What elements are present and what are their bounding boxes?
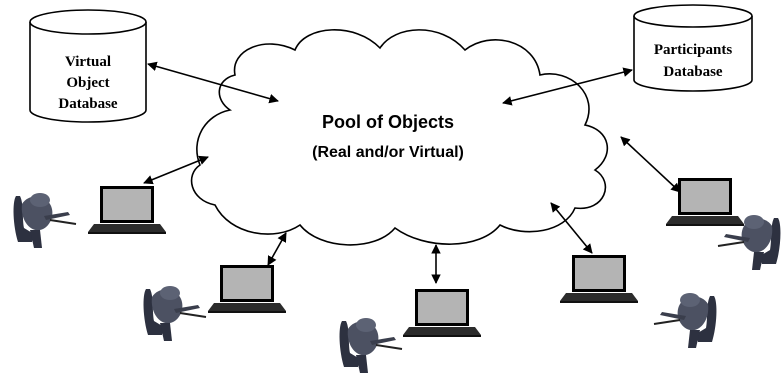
virtual-db-line1: Virtual (65, 54, 111, 70)
cloud-subtitle: (Real and/or Virtual) (312, 144, 464, 161)
virtual-db-line2: Object (66, 75, 109, 91)
cloud-shape (190, 29, 609, 246)
user-figure-3 (338, 317, 403, 374)
arrow-laptop-4 (550, 202, 593, 254)
user-figure-1 (12, 192, 77, 249)
arrow-laptop-2 (267, 232, 287, 266)
arrow-participants-db (502, 67, 633, 106)
laptop-3 (403, 289, 481, 337)
participants-db-line1: Participants (654, 42, 732, 58)
virtual-db-line3: Database (58, 96, 118, 112)
arrow-laptop-5 (620, 136, 681, 193)
virtual-object-database: Virtual Object Database (29, 9, 147, 123)
laptop-4 (560, 255, 638, 303)
participants-database: Participants Database (633, 4, 753, 92)
arrow-laptop-1 (143, 155, 209, 185)
laptop-2 (208, 265, 286, 313)
participants-db-line2: Database (663, 64, 723, 80)
cloud-title: Pool of Objects (322, 112, 454, 132)
laptop-5 (666, 178, 744, 226)
arrow-virtual-db (147, 61, 279, 104)
user-figure-2 (142, 285, 207, 342)
laptop-1 (88, 186, 166, 234)
user-figure-4 (653, 292, 718, 349)
